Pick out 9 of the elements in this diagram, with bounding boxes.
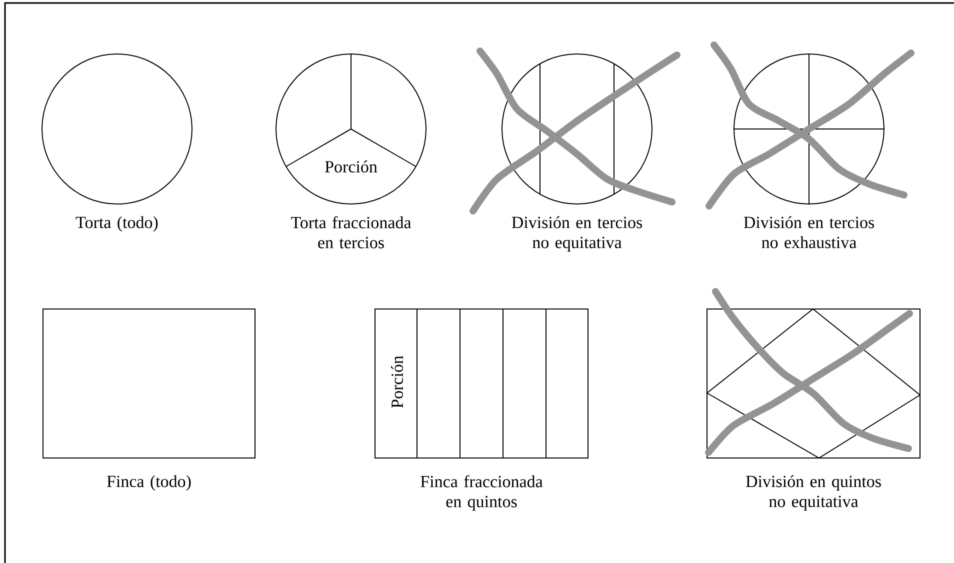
node-label: División en tercios no equitativa: [512, 216, 642, 252]
node-label: División en quintos no equitativa: [746, 475, 881, 511]
node-label: Torta (todo): [76, 216, 158, 232]
node-label: Torta fraccionada en tercios: [291, 216, 412, 248]
node-label: Finca (todo): [107, 475, 191, 491]
portion-label: Porción: [325, 160, 378, 172]
node-label: Finca fraccionada en quintos: [420, 475, 543, 511]
portion-label: Porción: [391, 356, 403, 408]
node-label: División en tercios no exhaustiva: [744, 216, 874, 248]
